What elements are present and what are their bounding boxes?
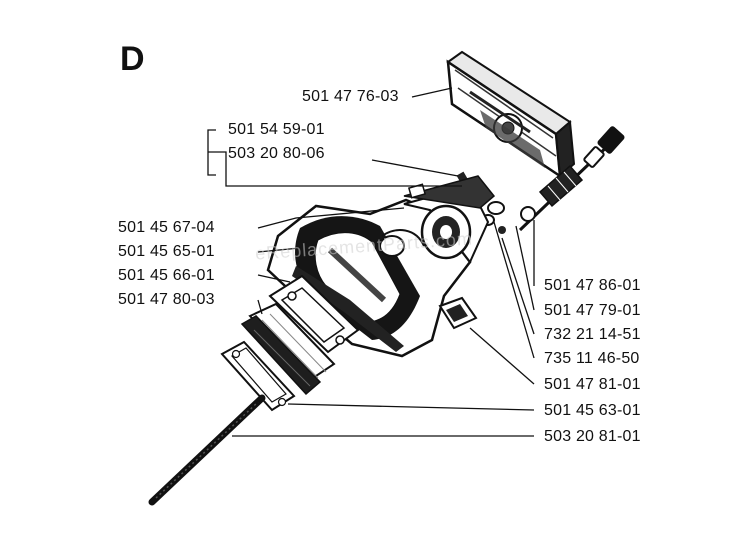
part-label: 503 20 81-01 xyxy=(544,428,641,445)
part-label: 503 20 80-06 xyxy=(228,145,325,162)
small-nut xyxy=(438,296,478,330)
part-label: 501 54 59-01 xyxy=(228,121,325,138)
part-label: 501 45 63-01 xyxy=(544,402,641,419)
part-label: 501 47 86-01 xyxy=(544,277,641,294)
part-label: 501 47 80-03 xyxy=(118,291,215,308)
heat-shield xyxy=(292,266,404,352)
part-label: 501 45 65-01 xyxy=(118,243,215,260)
bottom-plate xyxy=(220,340,296,412)
leader-lines xyxy=(207,87,535,437)
part-label: 501 45 67-04 xyxy=(118,219,215,236)
section-letter: D xyxy=(120,40,145,78)
part-label: 501 45 66-01 xyxy=(118,267,215,284)
screw-assembly xyxy=(518,126,625,232)
part-label: 501 47 76-03 xyxy=(302,88,399,105)
gasket xyxy=(268,274,360,354)
spark-arrestor xyxy=(240,302,336,396)
part-label: 501 47 79-01 xyxy=(544,302,641,319)
muffler-cover xyxy=(446,50,576,179)
long-bolt xyxy=(148,394,266,506)
part-label: 735 11 46-50 xyxy=(544,350,640,367)
part-label: 501 47 81-01 xyxy=(544,376,641,393)
part-label: 732 21 14-51 xyxy=(544,326,641,343)
